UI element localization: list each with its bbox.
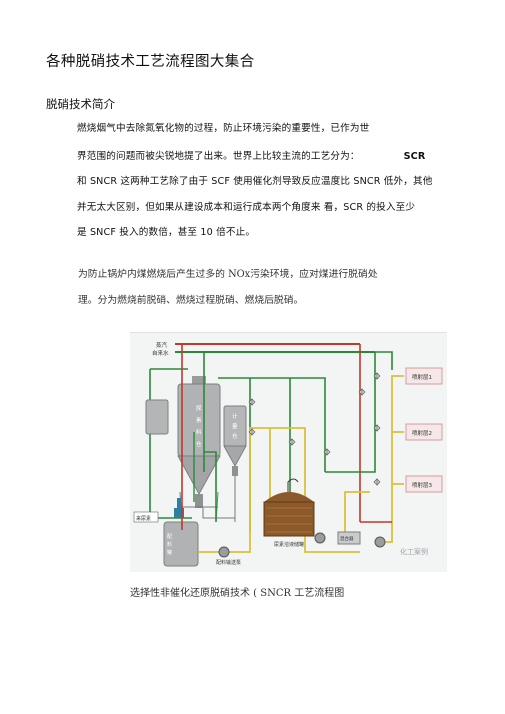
mixer	[337, 531, 361, 545]
paragraph-line: 理。分为燃烧前脱硝、燃烧过程脱硝、燃烧后脱硝。	[78, 295, 304, 306]
paragraph-line: 为防止锅炉内煤燃烧后产生过多的 NOx污染环境，应对煤进行脱硝处	[78, 269, 378, 280]
mixing-tank: 配 料 罐	[163, 498, 199, 567]
svg-text:素: 素	[196, 416, 202, 424]
svg-text:配: 配	[167, 534, 172, 540]
svg-text:喷射层3: 喷射层3	[412, 481, 433, 489]
solution-pump	[314, 532, 326, 544]
svg-text:喷射层2: 喷射层2	[412, 429, 432, 437]
svg-text:计: 计	[232, 412, 238, 420]
svg-text:量: 量	[232, 423, 238, 430]
urea-storage-tank	[263, 478, 315, 537]
solution-line	[198, 427, 360, 553]
feed-pump	[218, 546, 230, 558]
valves	[248, 372, 381, 486]
paragraph-line: 和 SNCR 这两种工艺除了由于 SCF 使用催化剂导致反应温度比 SNCR 低…	[77, 176, 433, 187]
paragraph-line: 是 SNCF 投入的数倍，甚至 10 倍不止。	[77, 227, 256, 238]
steam-label: 蒸汽	[156, 341, 168, 349]
metering-hopper	[145, 399, 169, 435]
water-label: 自来水	[152, 349, 169, 357]
svg-text:尿: 尿	[196, 405, 202, 412]
svg-text:料: 料	[196, 428, 202, 436]
inlet-label: 来尿素	[136, 515, 151, 522]
document-title: 各种脱硝技术工艺流程图大集合	[46, 54, 255, 70]
mixer-pump	[374, 536, 386, 548]
inlet-box	[133, 511, 159, 523]
storage-label: 尿素溶液储罐	[274, 541, 304, 548]
spray-layer-3: 喷射层3	[405, 475, 443, 493]
paragraph-line: 燃烧烟气中去除氮氧化物的过程，防止环境污染的重要性，已作为世	[77, 123, 370, 134]
svg-text:仓: 仓	[232, 432, 238, 440]
section-heading: 脱硝技术简介	[46, 97, 115, 111]
svg-text:喷射层1: 喷射层1	[412, 373, 432, 381]
svg-text:仓: 仓	[196, 440, 202, 448]
mixer-label: 混合器	[340, 535, 354, 542]
paragraph-line: 并无太大区别，但如果从建设成本和运行成本两个角度来 看，SCR 的投入至少	[77, 202, 416, 213]
metering-hopper-actual-2	[143, 400, 165, 448]
figure-caption: 选择性非催化还原脱硝技术 ( SNCR 工艺流程图	[130, 588, 345, 599]
sncr-process-diagram: 蒸汽 自来水 尿 素 料 仓 来尿素	[130, 332, 447, 572]
svg-text:罐: 罐	[167, 549, 172, 556]
spray-layer-1: 喷射层1	[405, 367, 443, 385]
watermark: 化工案例	[400, 547, 428, 556]
paragraph-line: 界范围的问题而被尖锐地提了出来。世界上比较主流的工艺分为：SCR	[77, 151, 426, 162]
pump-label: 配料输送泵	[216, 559, 241, 566]
spray-layer-2: 喷射层2	[405, 423, 443, 441]
metering-hopper-proper: 计 量 仓	[223, 405, 247, 476]
svg-text:料: 料	[167, 541, 172, 548]
